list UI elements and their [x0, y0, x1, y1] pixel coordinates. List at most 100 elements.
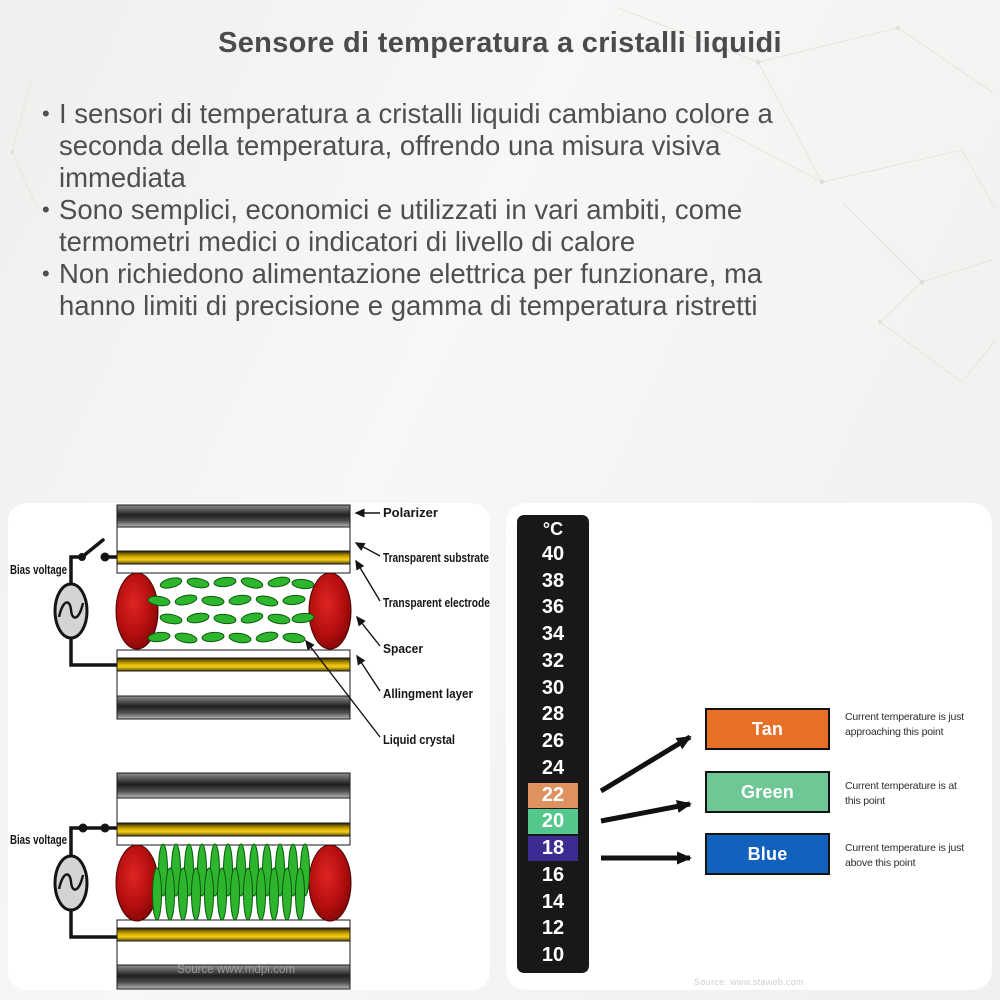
thermo-value: 30: [541, 676, 565, 699]
thermo-value: 10: [541, 944, 565, 967]
thermo-value: 36: [541, 596, 565, 619]
thermo-row: 40: [517, 541, 589, 568]
transparent-substrate-layer: [116, 526, 351, 552]
thermo-row: 30: [517, 675, 589, 702]
polarizer-layer: [116, 964, 351, 990]
switch-icon: [80, 538, 105, 559]
transparent-substrate-layer: [116, 797, 351, 824]
thermo-arrows: [599, 734, 692, 865]
bullet-line: Sono semplici, economici e utilizzati in…: [59, 194, 743, 225]
legend-text-green: Current temperature is at this point: [845, 780, 957, 807]
alignment-layer: [116, 835, 351, 846]
thermo-row: 14: [517, 889, 589, 916]
thermo-unit-row: °C: [517, 518, 589, 541]
bullet-list: • I sensori di temperatura a cristalli l…: [42, 98, 952, 322]
legend-box-label: Tan: [751, 718, 784, 739]
arrow-lines: [599, 734, 692, 865]
slide-title: Sensore di temperatura a cristalli liqui…: [218, 27, 782, 59]
lc-cell-diagram-card: Bias voltage Polarizer Transparent subst…: [8, 503, 490, 990]
spacer-ellipse: [308, 572, 352, 650]
label-transparent-electrode: Transparent electrode: [383, 596, 490, 610]
transparent-electrode-layer: [116, 657, 351, 672]
thermo-row: 20: [517, 809, 589, 836]
transparent-electrode-layer: [116, 927, 351, 942]
legend-text-blue: Current temperature is just above this p…: [845, 842, 964, 869]
bullet-dot: •: [42, 101, 50, 126]
label-transparent-substrate: Transparent substrate: [383, 551, 489, 565]
thermo-row: 18: [517, 835, 589, 862]
switch-terminal: [78, 823, 88, 833]
spacer-ellipse: [115, 572, 159, 650]
polarizer-layer: [116, 772, 351, 799]
legend-box-tan: Tan: [705, 708, 830, 750]
thermo-value: 24: [541, 756, 565, 779]
source-watermark: Source: www.staweb.com: [694, 977, 804, 987]
spacer-ellipse: [308, 844, 352, 922]
thermo-row: 12: [517, 916, 589, 943]
thermo-row: 28: [517, 702, 589, 729]
bullet-item: • I sensori di temperatura a cristalli l…: [42, 98, 952, 194]
label-liquid-crystal: Liquid crystal: [383, 733, 455, 747]
polarizer-layer: [116, 504, 351, 528]
sine-wave-icon: [57, 873, 85, 891]
transparent-electrode-layer: [116, 822, 351, 837]
switch-terminal: [100, 823, 110, 833]
legend-box-blue: Blue: [705, 833, 830, 875]
thermo-value: 34: [541, 623, 565, 646]
legend-text-tan: Current temperature is just approaching …: [845, 711, 964, 738]
transparent-electrode-layer: [116, 550, 351, 565]
thermo-value: 26: [541, 730, 565, 753]
bullet-line: I sensori di temperatura a cristalli liq…: [59, 98, 773, 129]
switch-terminal: [100, 552, 110, 562]
bullet-item: • Non richiedono alimentazione elettrica…: [42, 258, 952, 322]
thermo-row: 22: [517, 782, 589, 809]
alignment-layer: [116, 563, 351, 574]
alignment-layer: [116, 649, 351, 659]
thermo-value-highlight-tan: 22: [528, 782, 578, 808]
thermo-row: 10: [517, 942, 589, 969]
thermo-value: °C: [542, 519, 564, 539]
label-polarizer: Polarizer: [383, 506, 438, 520]
bullet-dot: •: [42, 261, 50, 286]
legend-box-label: Green: [740, 781, 795, 802]
polarizer-layer: [116, 695, 351, 720]
thermo-row: 16: [517, 862, 589, 889]
thermo-value: 38: [541, 569, 565, 592]
lc-molecules-vertical: [152, 843, 310, 921]
thermo-row: 26: [517, 728, 589, 755]
thermo-value: 16: [541, 863, 565, 886]
bullet-line: hanno limiti di precisione e gamma di te…: [59, 290, 758, 321]
thermo-row: 34: [517, 621, 589, 648]
bullet-line: seconda della temperatura, offrendo una …: [59, 130, 721, 161]
bullet-line: Non richiedono alimentazione elettrica p…: [59, 258, 763, 289]
thermo-row: 24: [517, 755, 589, 782]
switch-terminal: [78, 553, 86, 561]
thermo-row: 32: [517, 648, 589, 675]
label-alignment-layer: Allingment layer: [383, 687, 473, 701]
alignment-layer: [116, 919, 351, 929]
transparent-substrate-layer: [116, 670, 351, 697]
label-arrows: [305, 508, 381, 738]
spacer-ellipse: [115, 844, 159, 922]
thermo-value: 14: [541, 890, 565, 913]
source-watermark: Source www.mdpi.com: [177, 962, 295, 976]
thermo-value-highlight-green: 20: [528, 809, 578, 835]
lc-diagram-svg: Bias voltage Polarizer Transparent subst…: [10, 504, 490, 990]
lc-molecules-horizontal: [147, 576, 315, 644]
bias-voltage-label: Bias voltage: [10, 832, 67, 847]
sine-wave-icon: [57, 601, 85, 619]
legend-box-green: Green: [705, 771, 830, 813]
lc-cell-powered: Bias voltage Source www.mdpi.com: [10, 772, 352, 990]
bullet-line: immediata: [59, 162, 186, 193]
bullet-dot: •: [42, 197, 50, 222]
diagram-labels: Polarizer Transparent substrate Transpar…: [305, 506, 490, 747]
lc-cell-unpowered: Bias voltage: [10, 504, 352, 720]
thermo-value-highlight-blue: 18: [528, 836, 578, 862]
bullet-line: termometri medici o indicatori di livell…: [59, 226, 636, 257]
thermo-value: 40: [541, 542, 565, 565]
thermo-value: 32: [541, 649, 565, 672]
thermo-value: 28: [541, 703, 565, 726]
